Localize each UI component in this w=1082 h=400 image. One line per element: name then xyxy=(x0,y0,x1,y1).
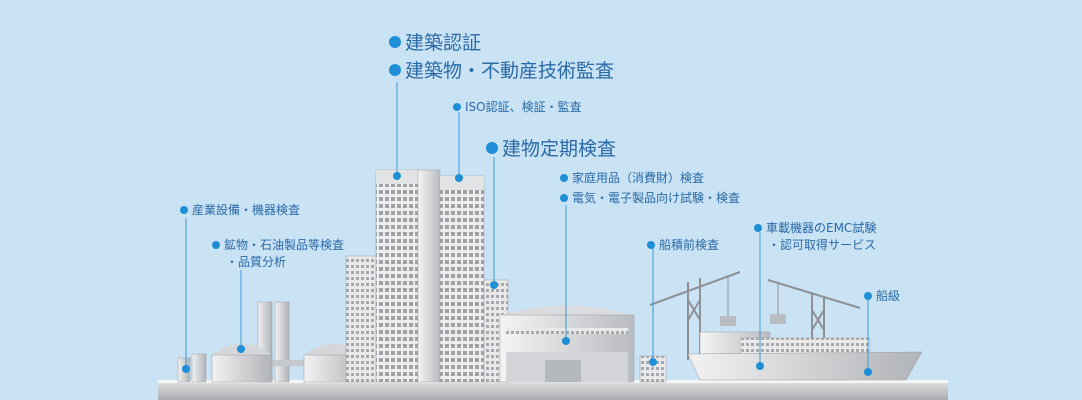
label-automotive-line2: ・認可取得サービス xyxy=(768,238,877,252)
label-text: 電気・電子製品向け試験・検査 xyxy=(572,191,741,205)
label-ship-classification: 船級 xyxy=(864,287,900,304)
bullet-dot xyxy=(212,240,220,249)
bullet-dot xyxy=(486,141,498,154)
label-text: 産業設備・機器検査 xyxy=(192,203,301,217)
crane-container-right xyxy=(770,314,786,324)
ground-platform xyxy=(158,380,948,400)
label-text: 車載機器のEMC試験 xyxy=(766,221,877,235)
label-building-certification: 建築認証 xyxy=(389,28,481,55)
bullet-dot xyxy=(754,223,762,232)
label-connector-dots xyxy=(182,172,872,376)
label-industrial-equipment: 産業設備・機器検査 xyxy=(180,201,300,218)
label-household-goods: 家庭用品（消費財）検査 xyxy=(560,169,704,186)
label-electrical-testing: 電気・電子製品向け試験・検査 xyxy=(560,189,740,206)
label-automotive-emc: 車載機器のEMC試験 xyxy=(754,219,876,236)
label-building-technical-audit: 建築物・不動産技術監査 xyxy=(389,56,614,83)
label-minerals-line2: ・品質分析 xyxy=(226,255,287,269)
label-text: 鉱物・石油製品等検査 xyxy=(224,238,345,252)
bullet-dot xyxy=(453,102,461,111)
label-text: 建物定期検査 xyxy=(502,138,617,160)
label-minerals: 鉱物・石油製品等検査 xyxy=(212,236,344,253)
label-text: 建築認証 xyxy=(405,32,482,54)
label-text: ISO認証、検証・監査 xyxy=(465,100,582,114)
cargo-ship xyxy=(687,331,923,381)
label-pre-shipment: 船積前検査 xyxy=(647,236,719,253)
label-iso-certification: ISO認証、検証・監査 xyxy=(453,98,582,115)
bullet-dot xyxy=(180,205,188,214)
label-text: 建築物・不動産技術監査 xyxy=(405,60,615,82)
bullet-dot xyxy=(389,63,401,76)
factory-building xyxy=(499,305,667,383)
office-buildings xyxy=(345,169,509,383)
bullet-dot xyxy=(560,193,568,202)
label-periodic-inspection: 建物定期検査 xyxy=(486,134,616,161)
label-text: 船級 xyxy=(876,289,901,303)
crane-container-left xyxy=(720,316,736,326)
bullet-dot xyxy=(560,173,568,182)
bullet-dot xyxy=(389,35,401,48)
bullet-dot xyxy=(864,291,872,300)
label-connector-lines xyxy=(185,82,869,372)
label-text: 船積前検査 xyxy=(659,238,720,252)
industrial-facility xyxy=(177,301,310,383)
bullet-dot xyxy=(647,240,655,249)
label-text: 家庭用品（消費財）検査 xyxy=(572,171,705,185)
